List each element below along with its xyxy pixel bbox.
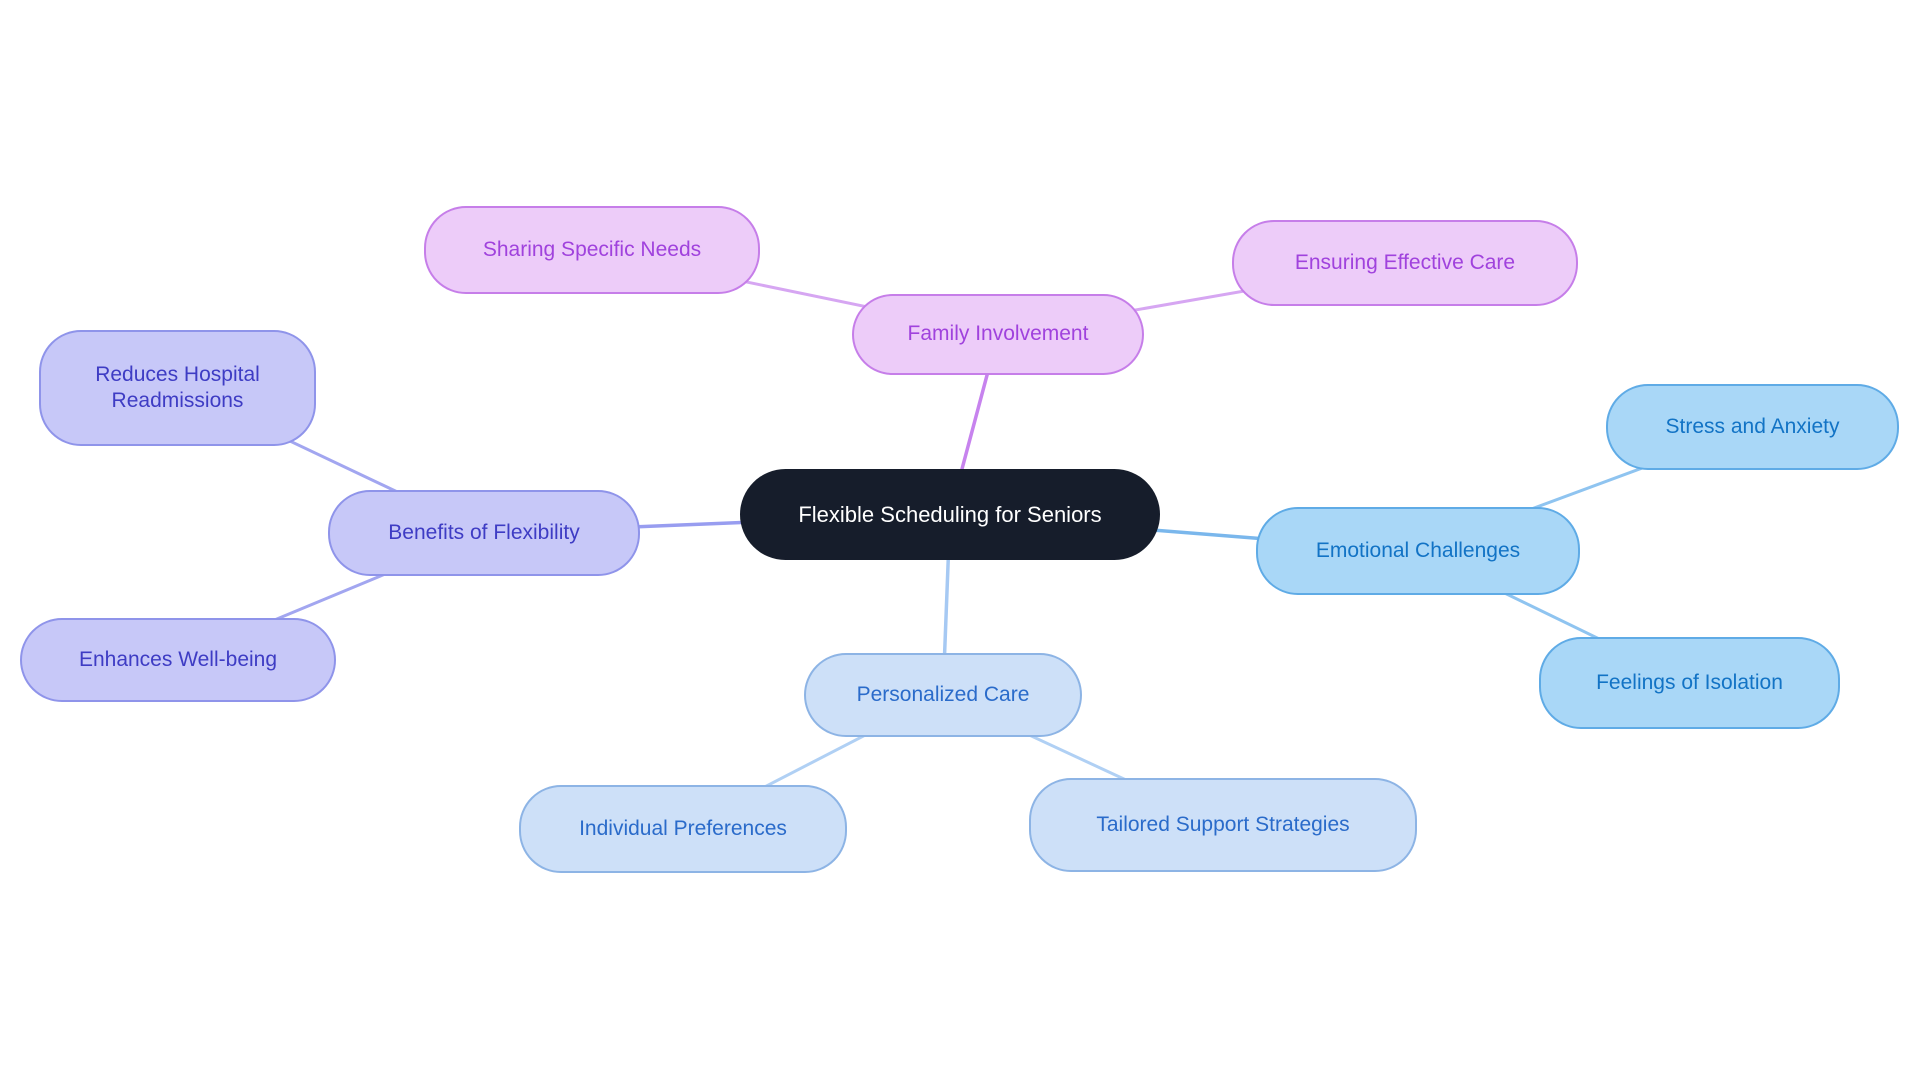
node-stress-and-anxiety: Stress and Anxiety <box>1606 384 1899 470</box>
node-emotional-challenges-label: Emotional Challenges <box>1315 538 1521 562</box>
node-benefits-of-flexibility-label: Benefits of Flexibility <box>388 520 580 544</box>
node-emotional-challenges: Emotional Challenges <box>1256 507 1580 595</box>
node-feelings-of-isolation-label: Feelings of Isolation <box>1596 670 1783 694</box>
node-ensuring-effective-care-label: Ensuring Effective Care <box>1294 250 1516 274</box>
node-enhances-well-being-label: Enhances Well-being <box>78 647 278 671</box>
node-stress-and-anxiety-label: Stress and Anxiety <box>1665 414 1840 438</box>
node-family-involvement: Family Involvement <box>852 294 1144 375</box>
node-tailored-support-strategies-label: Tailored Support Strategies <box>1096 812 1350 836</box>
node-tailored-support-strategies: Tailored Support Strategies <box>1029 778 1417 872</box>
node-reduces-hospital-readmissions-label: Reduces Hospital Readmissions <box>95 362 260 412</box>
node-sharing-specific-needs-label: Sharing Specific Needs <box>482 237 702 261</box>
node-reduces-hospital-readmissions: Reduces Hospital Readmissions <box>39 330 316 446</box>
node-personalized-care: Personalized Care <box>804 653 1082 737</box>
node-enhances-well-being: Enhances Well-being <box>20 618 336 702</box>
node-personalized-care-label: Personalized Care <box>856 682 1030 706</box>
node-individual-preferences-label: Individual Preferences <box>579 816 787 840</box>
node-root-label: Flexible Scheduling for Seniors <box>798 501 1102 527</box>
node-sharing-specific-needs: Sharing Specific Needs <box>424 206 760 294</box>
node-family-involvement-label: Family Involvement <box>907 322 1089 346</box>
node-ensuring-effective-care: Ensuring Effective Care <box>1232 220 1578 306</box>
node-root: Flexible Scheduling for Seniors <box>740 469 1160 560</box>
node-benefits-of-flexibility: Benefits of Flexibility <box>328 490 640 576</box>
node-feelings-of-isolation: Feelings of Isolation <box>1539 637 1840 729</box>
node-individual-preferences: Individual Preferences <box>519 785 847 873</box>
